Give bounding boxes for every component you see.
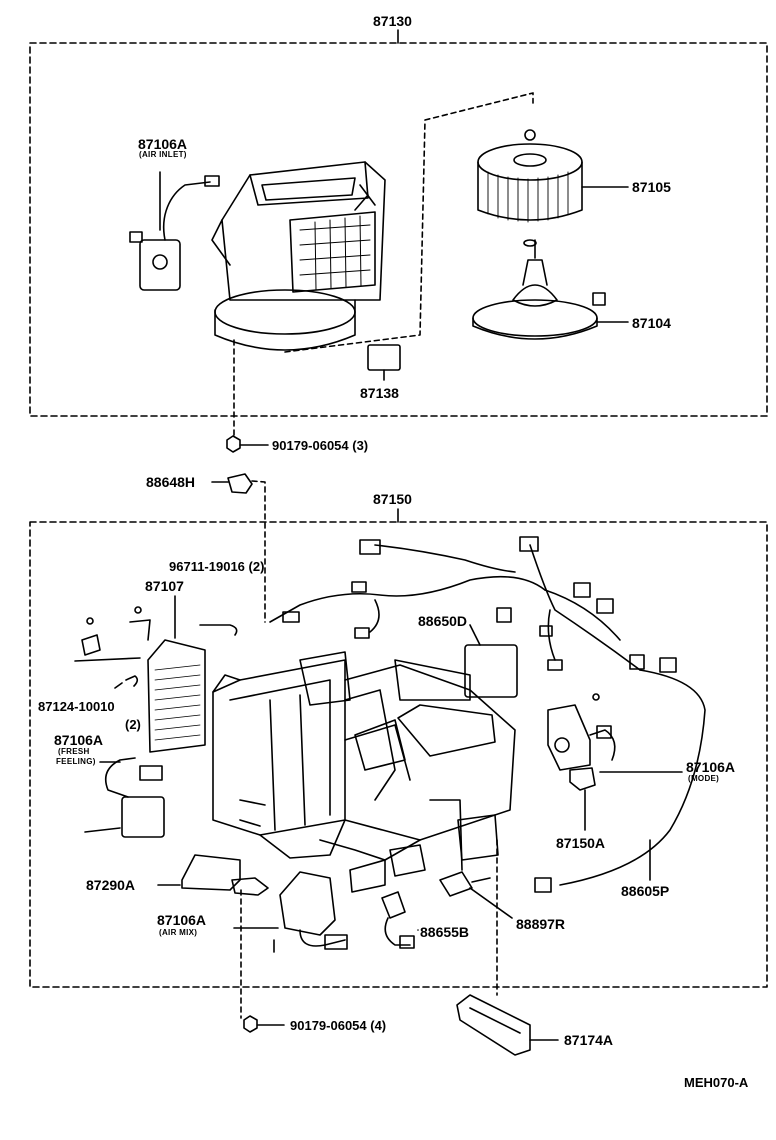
sensor-87150A-drawing (569, 767, 596, 791)
mode-actuator-drawing (547, 693, 683, 773)
part-label-87106A-mode: 87106A (686, 759, 736, 775)
part-label-90179-06054-4: 90179-06054 (4) (290, 1018, 387, 1033)
part-label-87124-10010: 87124-10010 (38, 699, 115, 714)
part-88897R-drawing (439, 871, 473, 897)
air-mix-actuator-drawing (233, 871, 348, 953)
part-label-87138: 87138 (360, 385, 399, 401)
part-label-96711-19016: 96711-19016 (2) (169, 559, 265, 574)
blower-motor-drawing (472, 239, 629, 340)
part-label-87150A: 87150A (556, 835, 606, 851)
assembly-label-87130: 87130 (373, 13, 412, 29)
assembly-box-bottom (29, 521, 768, 988)
bolt-top-drawing (226, 435, 241, 453)
part-label-87105: 87105 (632, 179, 671, 195)
part-label-87106A-fresh: 87106A (54, 732, 104, 748)
part-label-87107: 87107 (145, 578, 184, 594)
part-label-88655B: 88655B (420, 924, 470, 940)
resistor-drawing (367, 344, 401, 371)
assembly-label-87150: 87150 (373, 491, 412, 507)
figure-code: MEH070-A (684, 1075, 749, 1090)
wire-harness-drawing (269, 536, 706, 893)
part-label-88897R: 88897R (516, 916, 566, 932)
clip-88648H-drawing (227, 473, 253, 494)
part-label-87104: 87104 (632, 315, 671, 331)
blower-case-drawing (211, 161, 386, 351)
part-qty-87124-10010: (2) (125, 717, 141, 732)
part-label-87106A-air-mix: 87106A (157, 912, 207, 928)
bolt-bottom-drawing (243, 1015, 258, 1033)
part-note-air-mix: (AIR MIX) (159, 928, 198, 937)
part-label-90179-06054-3: 90179-06054 (3) (272, 438, 369, 453)
part-label-88650D: 88650D (418, 613, 468, 629)
part-note-air-inlet: (AIR INLET) (139, 150, 187, 159)
assembly-box-top (29, 42, 768, 417)
blower-fan-drawing (477, 129, 629, 247)
fresh-feeling-actuator-drawing (84, 757, 165, 838)
part-label-87290A: 87290A (86, 877, 136, 893)
hvac-case-drawing (212, 651, 516, 893)
ecu-drawing (464, 644, 518, 698)
air-inlet-actuator-drawing (129, 171, 220, 291)
duct-87174A-drawing (456, 994, 531, 1056)
part-label-87106A-air-inlet: 87106A (138, 136, 188, 152)
part-87290A-drawing (181, 854, 241, 891)
part-note-fresh-1: (FRESH (58, 747, 90, 756)
part-note-fresh-2: FEELING) (56, 757, 96, 766)
heater-core-drawing (147, 595, 238, 753)
part-label-88648H: 88648H (146, 474, 196, 490)
part-label-87174A: 87174A (564, 1032, 614, 1048)
part-note-mode: (MODE) (688, 774, 720, 783)
part-label-88605P: 88605P (621, 883, 670, 899)
part-88655B-drawing (381, 891, 406, 919)
